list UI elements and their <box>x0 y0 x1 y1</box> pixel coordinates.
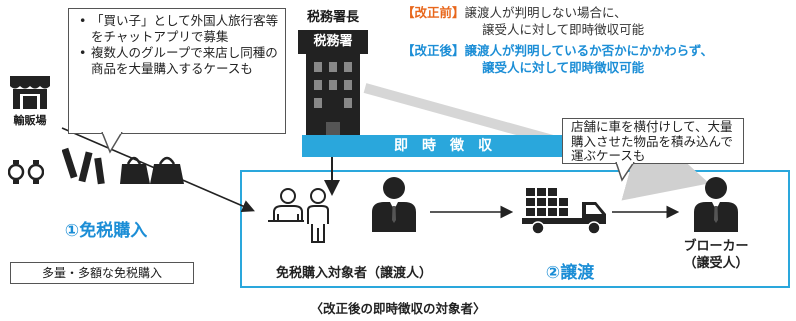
broker-label-line2: （譲受人） <box>683 256 749 271</box>
cosmetics-icon <box>62 147 105 185</box>
amendment-after: 【改正後】譲渡人が判明しているか否かにかかわらず、 譲受人に対して即時徴収可能 <box>402 42 796 76</box>
bubble-item-text: 複数人のグループで来店し同種の商品を大量購入するケースも <box>91 45 278 76</box>
after-line1: 譲渡人が判明しているか否かにかかわらず、 <box>464 43 714 58</box>
step1-label: ①免税購入 <box>64 221 148 241</box>
figure-caption: 〈改正後の即時徴収の対象者〉 <box>310 301 486 316</box>
recruitment-bubble: •「買い子」として外国人旅行客等をチャットアプリで募集 •複数人のグループで来店… <box>68 8 286 134</box>
step1-caption: 多量・多額な免税購入 <box>10 262 194 284</box>
before-tag: 【改正前】 <box>402 5 465 20</box>
transferor-group-icon <box>268 188 329 243</box>
tax-office-head: 税務署長 <box>306 10 359 25</box>
before-line1: 譲渡人が判明しない場合に、 <box>464 5 627 20</box>
tax-office-building-icon <box>306 54 360 140</box>
transferor-person-icon <box>372 177 416 232</box>
bubble-tail-left <box>101 132 123 154</box>
handbag-icon <box>120 156 184 184</box>
bubble-item: •複数人のグループで来店し同種の商品を大量購入するケースも <box>79 45 278 76</box>
broker-label-line1: ブローカー <box>683 239 749 254</box>
tax-office-sign: 税務署 <box>298 30 368 54</box>
truck-icon <box>522 188 606 235</box>
immediate-collection-banner: 即時徴収 <box>302 135 598 157</box>
bubble-tail-right <box>615 162 635 182</box>
store-icon <box>10 76 50 109</box>
after-line2: 譲受人に対して即時徴収可能 <box>482 60 645 75</box>
broker-label: ブローカー （譲受人） <box>666 238 766 272</box>
step2-label: ②譲渡 <box>545 263 595 283</box>
after-tag: 【改正後】 <box>402 43 465 58</box>
transferor-label: 免税購入対象者（譲渡人） <box>275 266 432 281</box>
bubble-item: •「買い子」として外国人旅行客等をチャットアプリで募集 <box>79 13 279 44</box>
store-label: 輸販場 <box>13 114 47 127</box>
watch-icon <box>8 160 44 184</box>
amendment-before: 【改正前】譲渡人が判明しない場合に、 譲受人に対して即時徴収可能 <box>402 4 792 38</box>
before-line2: 譲受人に対して即時徴収可能 <box>482 22 645 37</box>
broker-person-icon <box>694 177 738 232</box>
bubble-item-text: 「買い子」として外国人旅行客等をチャットアプリで募集 <box>91 13 279 44</box>
truck-case-bubble: 店舗に車を横付けして、大量購入させた物品を積み込んで運ぶケースも <box>562 118 744 164</box>
